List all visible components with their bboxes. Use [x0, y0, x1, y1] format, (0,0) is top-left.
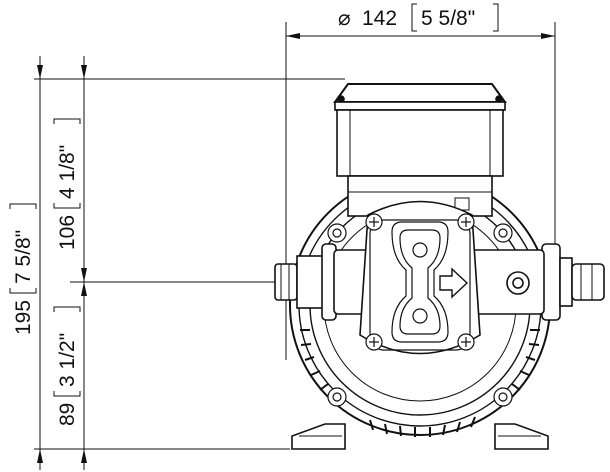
outlet-port-right — [541, 243, 605, 321]
total-height-label: 195 7 5/8" — [9, 203, 37, 335]
lower-height-bracket-left — [53, 391, 81, 397]
bolt-icon — [327, 223, 347, 243]
upper-height-bracket-right — [53, 118, 81, 124]
lower-height-label: 89 3 1/2" — [53, 306, 81, 426]
bolt-icon — [327, 387, 347, 407]
arrow-lower-top — [81, 282, 87, 296]
total-height-value: 195 — [12, 300, 35, 335]
upper-height-imperial: 4 1/8" — [56, 145, 79, 199]
mounting-foot-right — [494, 423, 549, 450]
flow-direction-arrow-icon — [439, 267, 469, 299]
cover-screws — [365, 213, 475, 351]
total-height-bracket-left — [9, 288, 37, 294]
pump-body — [274, 83, 605, 450]
cooling-fins — [300, 279, 540, 437]
width-imperial: 5 5/8" — [421, 7, 475, 30]
width-bracket-left — [411, 3, 417, 32]
bolt-icon — [493, 223, 513, 243]
total-height-bracket-right — [9, 203, 37, 209]
arrow-upper-bottom — [81, 268, 87, 282]
arrow-total-top — [37, 65, 43, 79]
arrow-lower-bottom — [81, 449, 87, 463]
width-diameter-symbol: ⌀ — [338, 7, 351, 30]
mounting-foot-left — [291, 423, 346, 450]
arrow-total-bottom — [37, 449, 43, 463]
width-bracket-right — [493, 3, 499, 32]
bolt-icon — [493, 387, 513, 407]
lower-height-bracket-right — [53, 306, 81, 312]
arrow-upper-top — [81, 65, 87, 79]
width-value: 142 — [362, 7, 397, 30]
screw-icon — [365, 213, 383, 231]
upper-height-bracket-left — [53, 203, 81, 209]
upper-height-label: 106 4 1/8" — [53, 118, 81, 250]
center-cover — [391, 221, 449, 343]
inlet-port-left — [274, 243, 337, 321]
screw-icon — [457, 333, 475, 351]
screw-icon — [365, 333, 383, 351]
width-label: ⌀ 142 5 5/8" — [338, 3, 499, 32]
arrow-width-left — [286, 33, 300, 39]
dimension-lines — [34, 22, 556, 470]
upper-height-value: 106 — [56, 215, 79, 250]
screw-icon — [457, 213, 475, 231]
side-fitting — [506, 271, 530, 295]
lower-height-value: 89 — [56, 403, 79, 426]
lower-height-imperial: 3 1/2" — [56, 333, 79, 387]
arrow-width-right — [541, 33, 555, 39]
arrowheads — [37, 33, 555, 463]
terminal-box — [333, 83, 507, 177]
total-height-imperial: 7 5/8" — [12, 230, 35, 284]
housing-bolts — [327, 223, 513, 407]
pump-head — [333, 200, 545, 355]
